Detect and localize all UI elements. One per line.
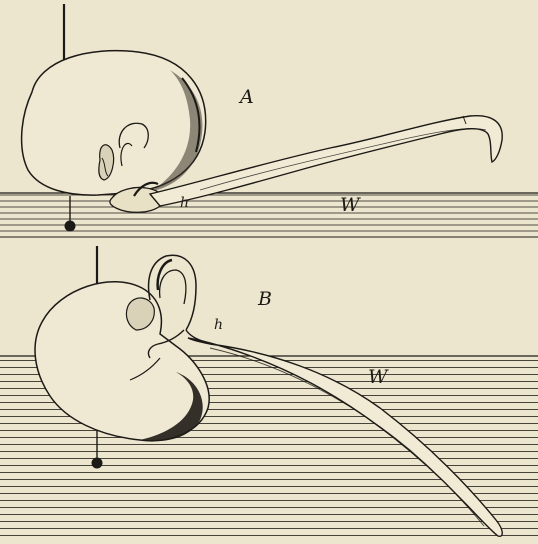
panel-a-drawing: [0, 4, 538, 237]
droplet-a: [65, 221, 76, 232]
panel-b-hypocotyl-label: h: [214, 318, 223, 332]
panel-b-label: B: [258, 290, 272, 309]
panel-b-water-label: W: [368, 368, 388, 387]
panel-a-water-label: W: [340, 196, 360, 215]
droplet-b: [92, 458, 103, 469]
water-band-a: [0, 193, 538, 237]
panel-a-hypocotyl-label: h: [180, 196, 189, 210]
panel-a-label: A: [240, 88, 254, 107]
